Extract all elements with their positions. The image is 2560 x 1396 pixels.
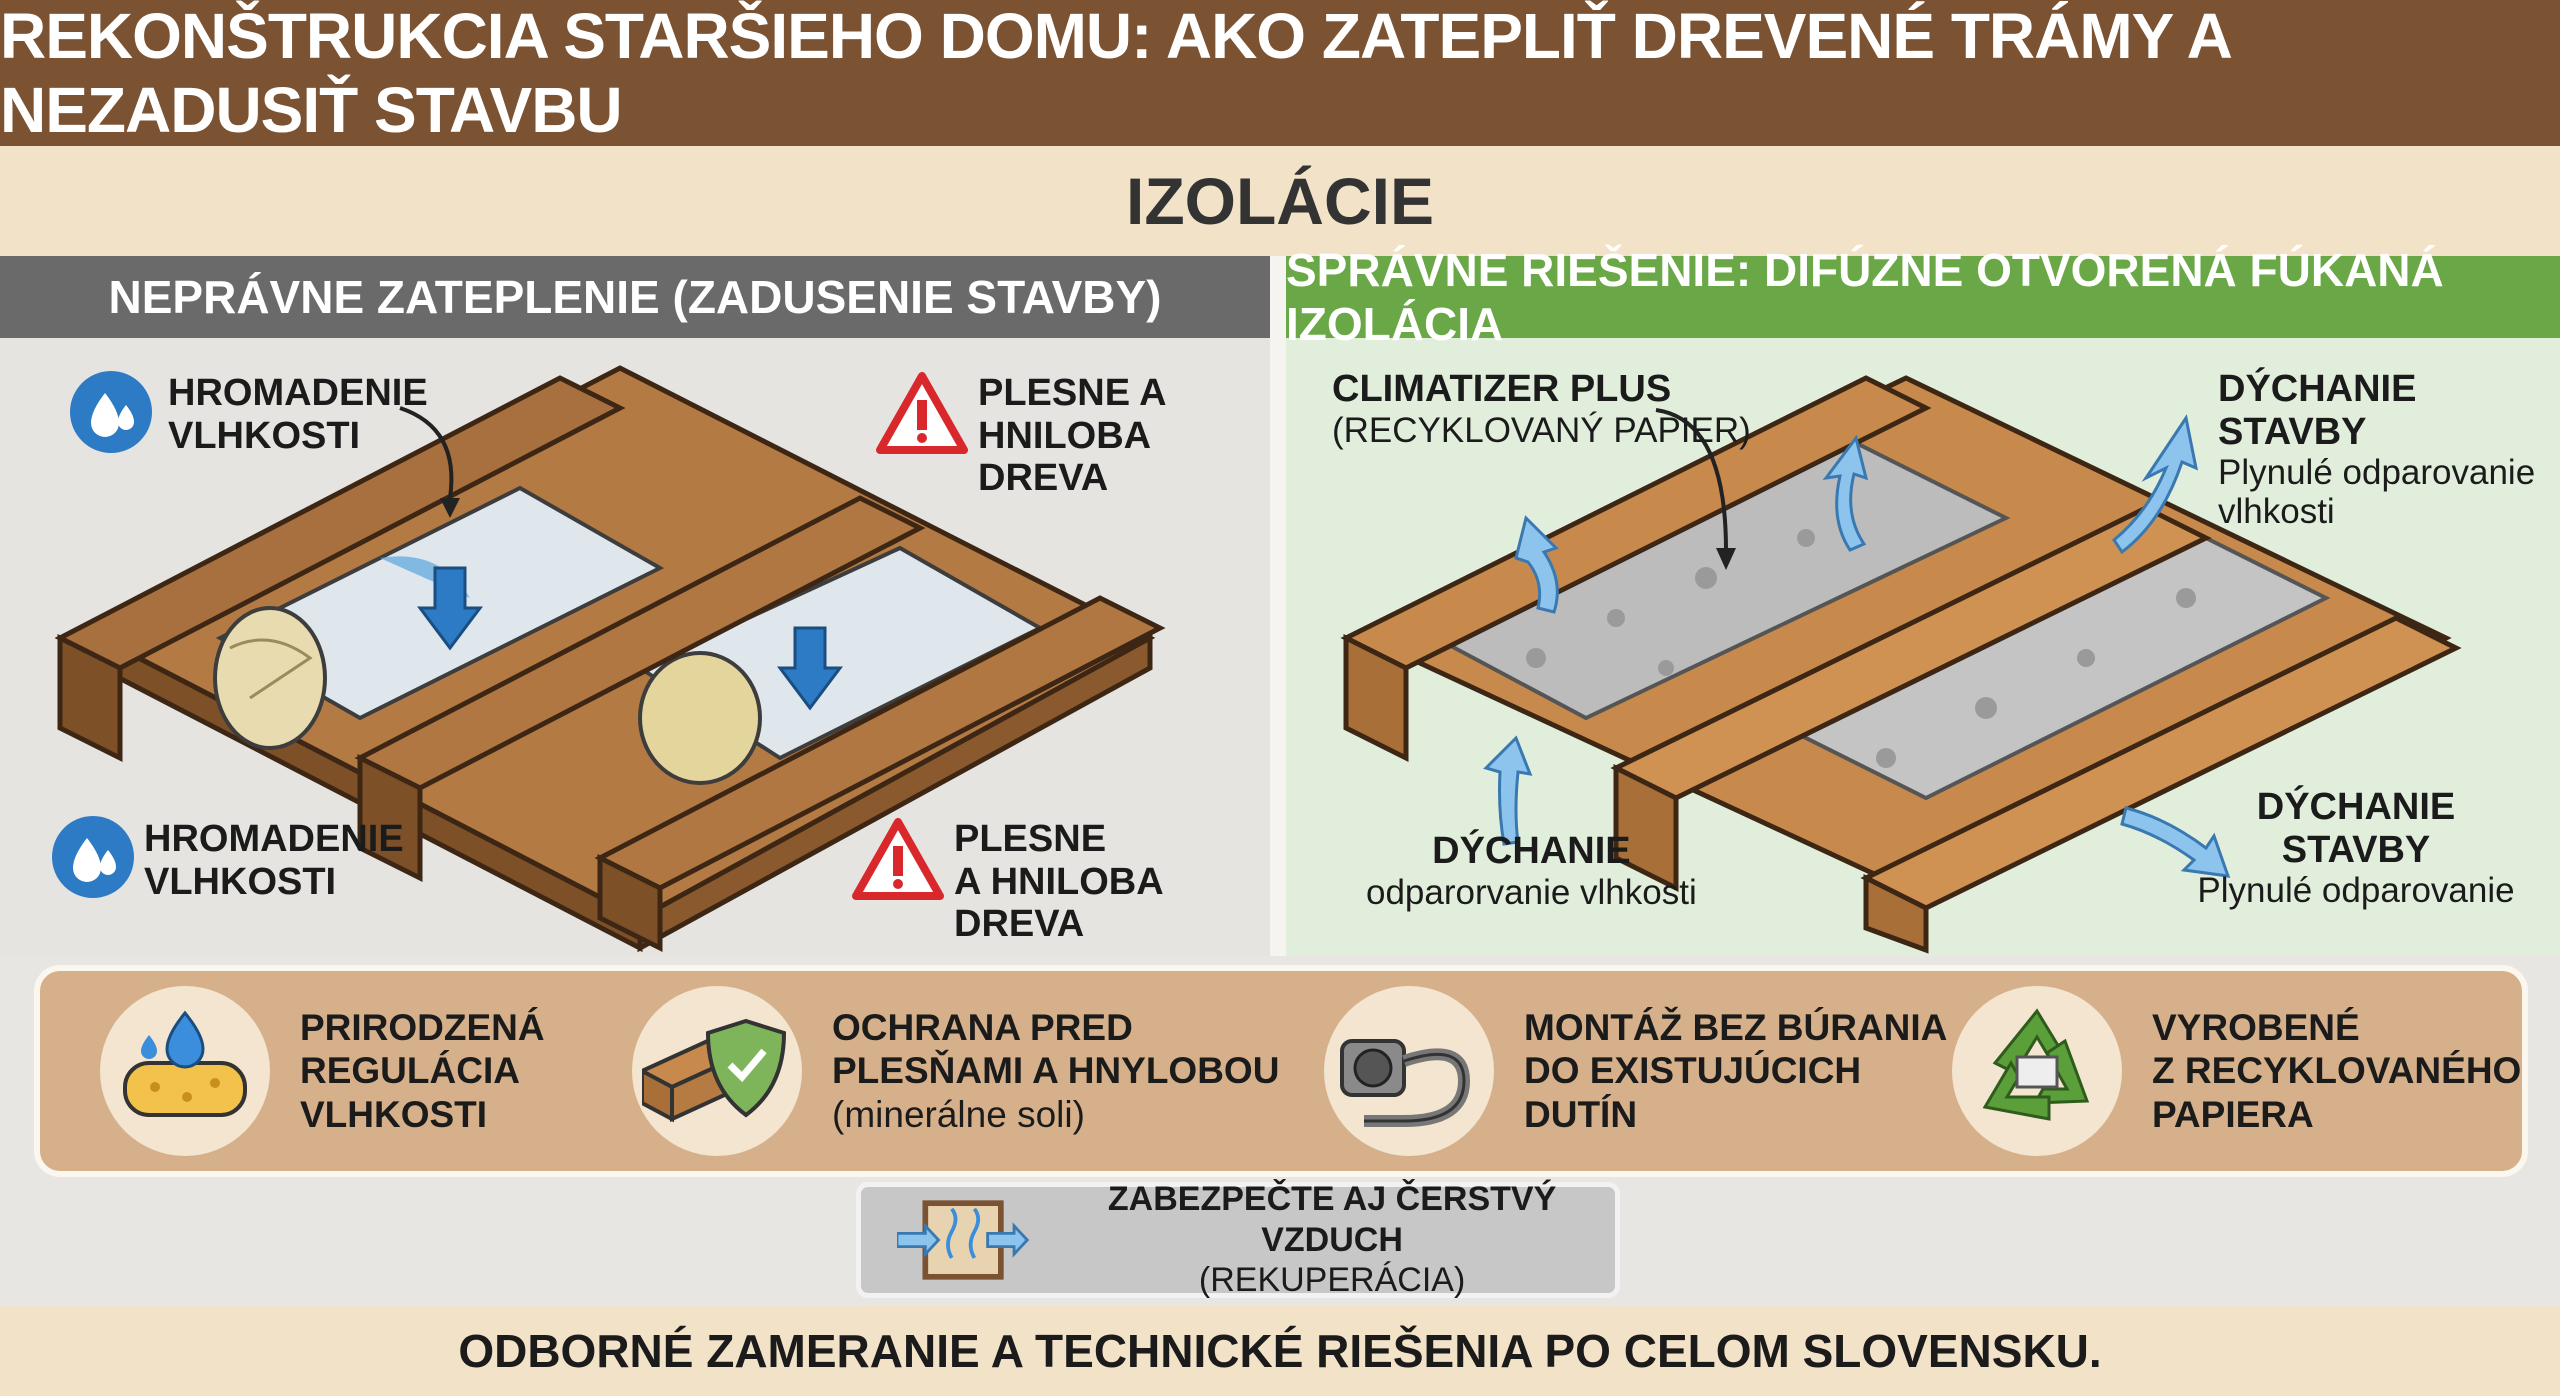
recycle-icon (1952, 986, 2122, 1156)
benefit-1-line2: REGULÁCIA (300, 1050, 520, 1092)
benefit-2-line3: (minerálne soli) (832, 1093, 1085, 1135)
correct-insulation-panel: SPRÁVNE RIEŠENIE: DIFÚZNE OTVORENÁ FÚKAN… (1286, 244, 2560, 956)
panel-divider (1270, 256, 1286, 956)
correct-panel-title-bar: SPRÁVNE RIEŠENIE: DIFÚZNE OTVORENÁ FÚKAN… (1286, 244, 2560, 350)
wrong-insulation-illustration (54, 365, 1166, 953)
fresh-air-box: ZABEZPEČTE AJ ČERSTVÝ VZDUCH (REKUPERÁCI… (856, 1179, 1620, 1301)
mold-label-top: PLESNE A HNILOBA DREVA (978, 372, 1270, 500)
mold-bottom-line2: A HNILOBA DREVA (954, 860, 1163, 946)
breathing-left-line1: DÝCHANIE (1432, 830, 1631, 872)
wrong-panel-title-bar: NEPRÁVNE ZATEPLENIE (ZADUSENIE STAVBY) (0, 256, 1270, 338)
moisture-bottom-line2: VLHKOSTI (144, 860, 337, 903)
footer-bar: ODBORNÉ ZAMERANIE A TECHNICKÉ RIEŠENIA P… (0, 1306, 2560, 1396)
mold-bottom-line1: PLESNE (954, 818, 1107, 860)
benefit-installation-text: MONTÁŽ BEZ BÚRANIA DO EXISTUJÚCICH DUTÍN (1524, 1006, 1947, 1137)
fresh-air-text: ZABEZPEČTE AJ ČERSTVÝ VZDUCH (REKUPERÁCI… (1049, 1179, 1615, 1301)
section-header: IZOLÁCIE (0, 146, 2560, 256)
breathing-right-line1: DÝCHANIE (2256, 786, 2456, 828)
breathing-top-line3: vlhkosti (2218, 492, 2335, 532)
benefit-moisture-text: PRIRODZENÁ REGULÁCIA VLHKOSTI (300, 1006, 545, 1137)
moisture-top-line2: VLHKOSTI (168, 414, 361, 457)
water-drop-icon (70, 371, 152, 453)
benefit-moisture: PRIRODZENÁ REGULÁCIA VLHKOSTI (100, 971, 545, 1171)
water-drop-icon (52, 816, 134, 898)
benefit-mold-text: OCHRANA PRED PLESŇAMI A HNYLOBOU (minerá… (832, 1006, 1279, 1137)
warning-icon (852, 818, 944, 900)
wrong-insulation-panel: NEPRÁVNE ZATEPLENIE (ZADUSENIE STAVBY) H… (0, 256, 1270, 956)
benefit-installation: MONTÁŽ BEZ BÚRANIA DO EXISTUJÚCICH DUTÍN (1324, 971, 1947, 1171)
breathing-right-line3: Plynulé odparovanie (2197, 871, 2515, 911)
mold-label-bottom: PLESNE A HNILOBA DREVA (954, 818, 1270, 946)
benefit-4-line3: PAPIERA (2152, 1093, 2314, 1135)
ventilation-icon (897, 1200, 1030, 1280)
benefit-1-line1: PRIRODZENÁ (300, 1006, 545, 1048)
breathing-top-line2: Plynulé odparovanie (2218, 453, 2536, 493)
breathing-right-line2: STAVBY (2281, 828, 2431, 871)
benefits-strip: PRIRODZENÁ REGULÁCIA VLHKOSTI OCHRANA PR… (34, 965, 2528, 1177)
fresh-air-title: ZABEZPEČTE AJ ČERSTVÝ VZDUCH (1107, 1179, 1557, 1259)
footer-text: ODBORNÉ ZAMERANIE A TECHNICKÉ RIEŠENIA P… (458, 1325, 2102, 1377)
breathing-label-top: DÝCHANIE STAVBY Plynulé odparovanie vlhk… (2218, 368, 2560, 531)
blower-machine-icon (1324, 986, 1494, 1156)
wrong-panel-title: NEPRÁVNE ZATEPLENIE (ZADUSENIE STAVBY) (108, 271, 1162, 323)
moisture-top-line1: HROMADENIE (168, 372, 428, 414)
breathing-top-line1: DÝCHANIE STAVBY (2218, 368, 2417, 453)
benefit-1-line3: VLHKOSTI (300, 1093, 488, 1135)
benefit-2-line1: OCHRANA PRED (832, 1006, 1133, 1048)
product-material: (RECYKLOVANÝ PAPIER) (1332, 410, 1751, 450)
benefit-4-line1: VYROBENÉ (2152, 1006, 2360, 1048)
moisture-bottom-line1: HROMADENIE (144, 818, 404, 860)
warning-icon (876, 372, 968, 454)
correct-insulation-illustration (1340, 375, 2462, 954)
benefit-4-line2: Z RECYKLOVANÉHO (2152, 1050, 2522, 1092)
benefit-3-line3: DUTÍN (1524, 1093, 1638, 1135)
benefit-mold-protection: OCHRANA PRED PLESŇAMI A HNYLOBOU (minerá… (632, 971, 1279, 1171)
product-name: CLIMATIZER PLUS (1332, 368, 1672, 410)
fresh-air-subtitle: (REKUPERÁCIA) (1198, 1261, 1466, 1300)
section-title: IZOLÁCIE (1126, 164, 1434, 238)
header-bar: REKONŠTRUKCIA STARŠIEHO DOMU: AKO ZATEPL… (0, 0, 2560, 146)
breathing-label-left: DÝCHANIE odparorvanie vlhkosti (1366, 830, 1697, 912)
sponge-icon (100, 986, 270, 1156)
benefit-recycled: VYROBENÉ Z RECYKLOVANÉHO PAPIERA (1952, 971, 2521, 1171)
breathing-left-line2: odparorvanie vlhkosti (1366, 872, 1697, 912)
breathing-label-right: DÝCHANIE STAVBY Plynulé odparovanie (2186, 786, 2526, 910)
mold-top-line1: PLESNE A (978, 372, 1167, 414)
moisture-label-top: HROMADENIE VLHKOSTI (168, 372, 428, 457)
product-label: CLIMATIZER PLUS (RECYKLOVANÝ PAPIER) (1332, 368, 1751, 450)
correct-panel-title: SPRÁVNE RIEŠENIE: DIFÚZNE OTVORENÁ FÚKAN… (1286, 244, 2444, 350)
shield-check-icon (632, 986, 802, 1156)
benefit-2-line2: PLESŇAMI A HNYLOBOU (832, 1050, 1280, 1092)
mold-top-line2: HNILOBA DREVA (978, 414, 1150, 500)
moisture-label-bottom: HROMADENIE VLHKOSTI (144, 818, 404, 903)
benefit-recycled-text: VYROBENÉ Z RECYKLOVANÉHO PAPIERA (2152, 1006, 2521, 1137)
page-title: REKONŠTRUKCIA STARŠIEHO DOMU: AKO ZATEPL… (0, 0, 2230, 146)
benefit-3-line1: MONTÁŽ BEZ BÚRANIA (1524, 1006, 1948, 1048)
benefit-3-line2: DO EXISTUJÚCICH (1524, 1050, 1862, 1092)
